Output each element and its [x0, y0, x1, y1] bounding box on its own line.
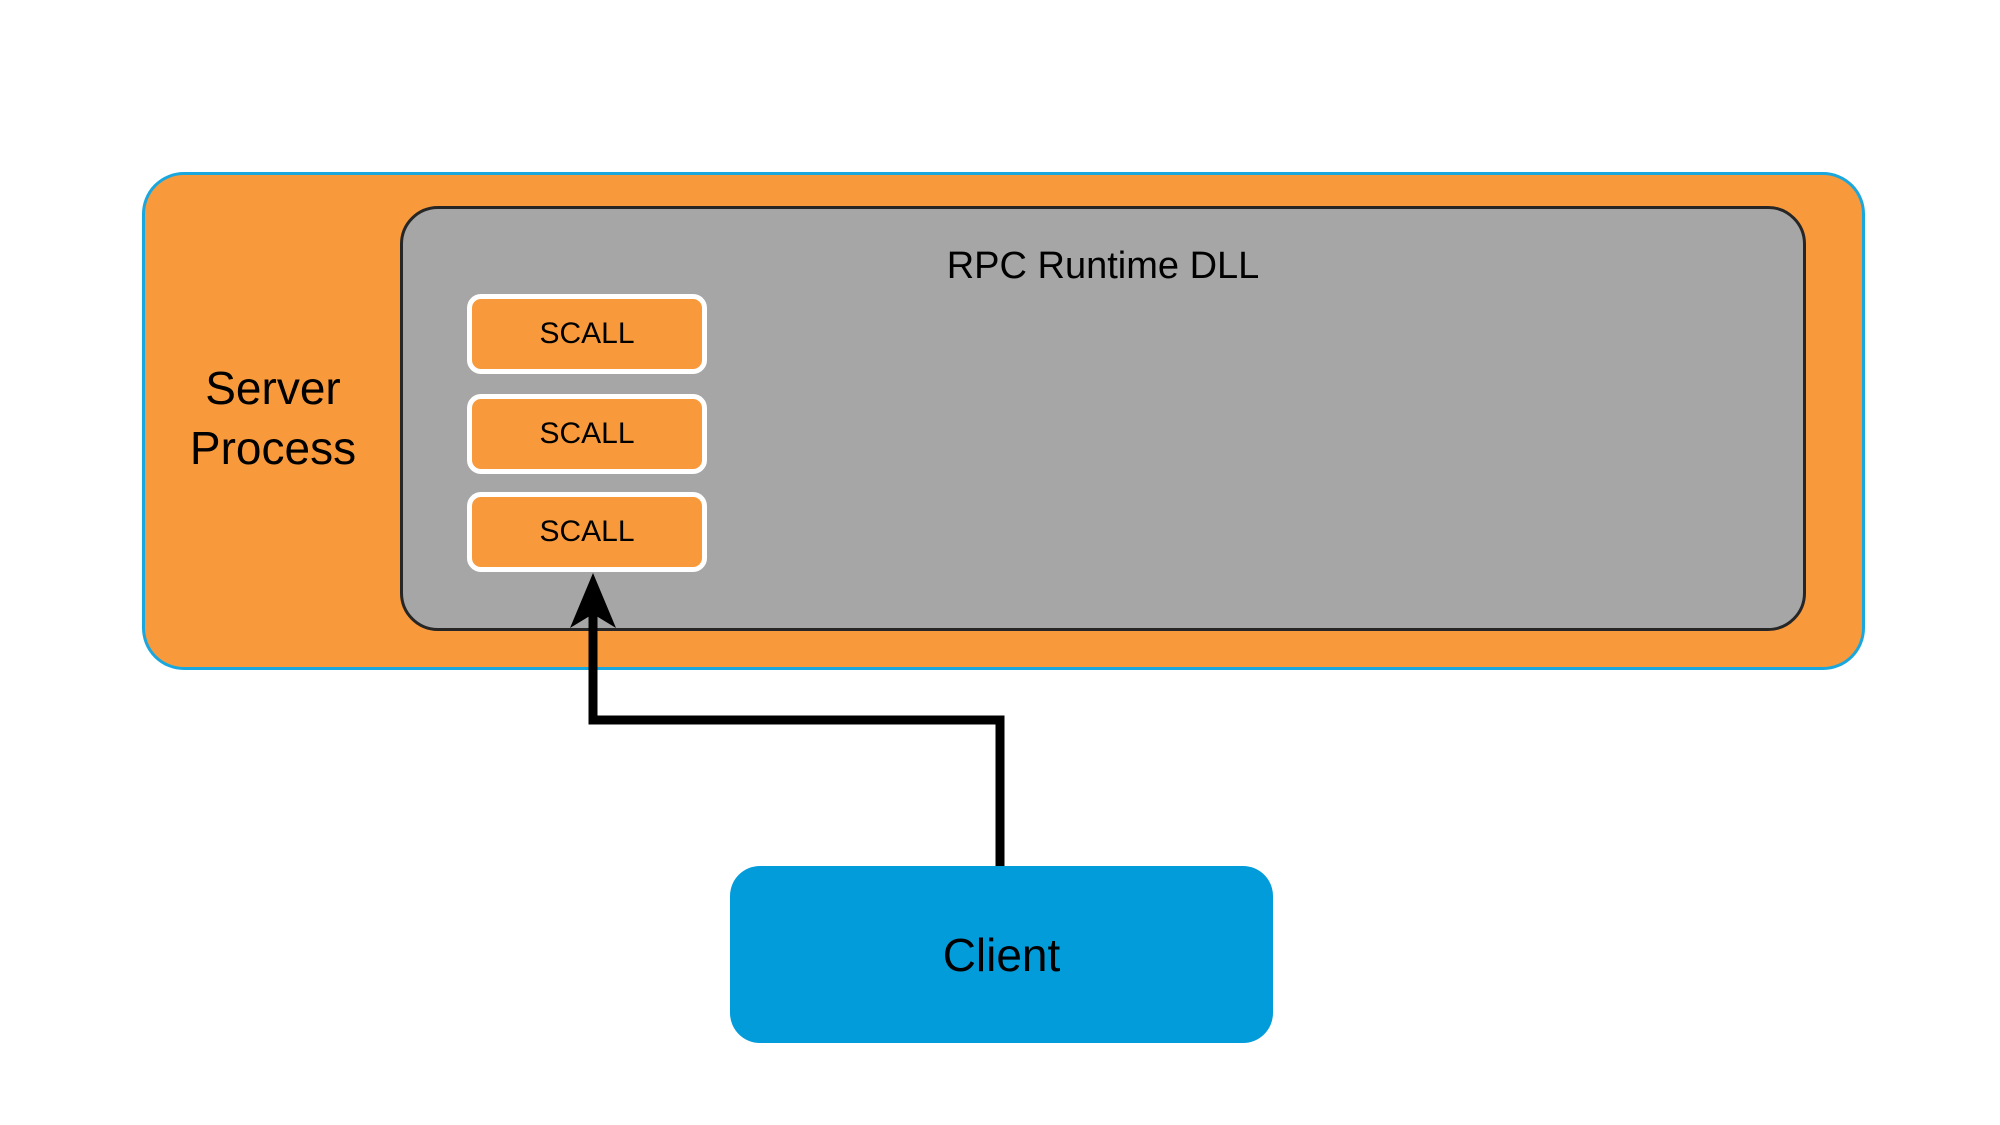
scall-box-3[interactable]: SCALL: [467, 492, 707, 572]
client-box[interactable]: Client: [730, 866, 1273, 1043]
scall-box-1[interactable]: SCALL: [467, 294, 707, 374]
scall-box-2[interactable]: SCALL: [467, 394, 707, 474]
server-process-label: Server Process: [189, 362, 357, 474]
rpc-runtime-dll-title: RPC Runtime DLL: [946, 245, 1260, 287]
